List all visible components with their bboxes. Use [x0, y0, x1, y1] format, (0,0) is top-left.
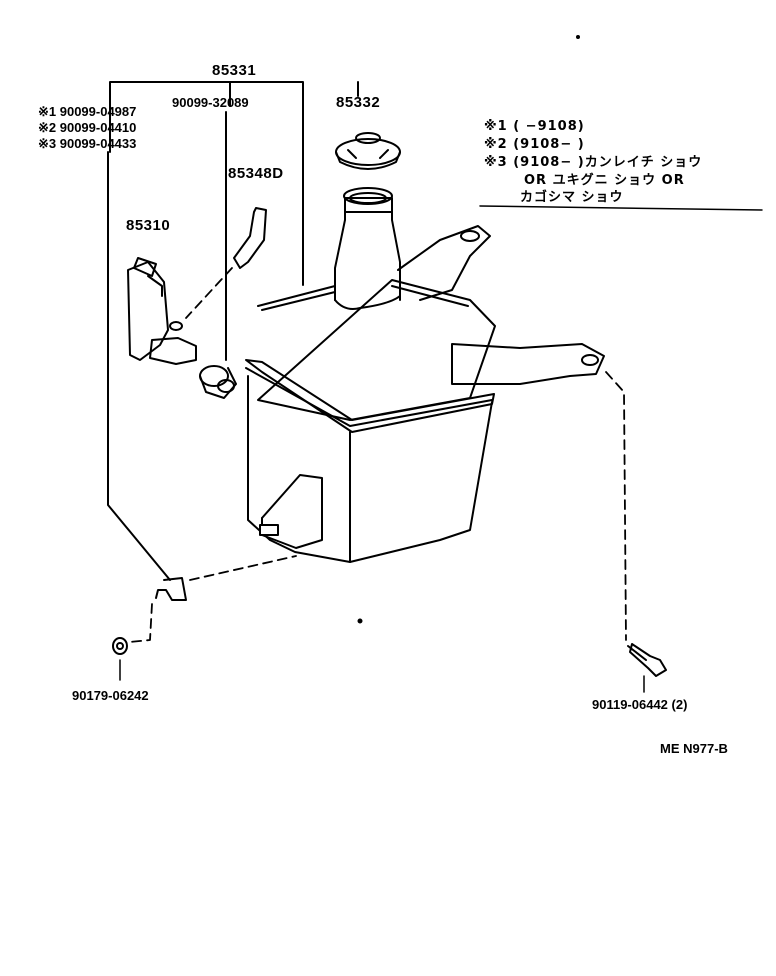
dashed-leaders — [129, 267, 627, 643]
bolt — [627, 643, 667, 677]
note-line-4: OR ユキグニ ショウ OR — [524, 173, 685, 188]
label-grommet: 90099-32089 — [172, 95, 249, 110]
assembly-bracket — [107, 81, 359, 581]
hose — [233, 207, 267, 269]
label-alt2: ※2 90099-04410 — [38, 120, 137, 135]
note-line-1: ※1 ( −9108) — [484, 119, 585, 134]
label-alt1: ※1 90099-04987 — [38, 104, 137, 119]
nut — [112, 637, 128, 655]
notes-underline — [479, 205, 763, 211]
label-assembly: 85331 — [212, 62, 257, 79]
label-cap: 85332 — [336, 94, 381, 111]
label-hose: 85348D — [228, 165, 284, 182]
clip — [155, 577, 187, 601]
grommet — [199, 365, 237, 399]
label-nut: 90179-06242 — [72, 688, 149, 703]
washer-pump — [127, 257, 197, 365]
label-pump: 85310 — [126, 217, 171, 234]
tank-cap — [335, 132, 401, 170]
washer-tank — [245, 187, 605, 563]
note-line-3: ※3 (9108− )カンレイチ ショウ — [484, 155, 703, 170]
note-line-2: ※2 (9108− ) — [484, 137, 585, 152]
diagram-reference: ME N977-B — [660, 741, 728, 756]
note-line-5: カゴシマ ショウ — [520, 190, 624, 205]
label-bolt: 90119-06442 (2) — [592, 697, 688, 712]
label-alt3: ※3 90099-04433 — [38, 136, 137, 151]
